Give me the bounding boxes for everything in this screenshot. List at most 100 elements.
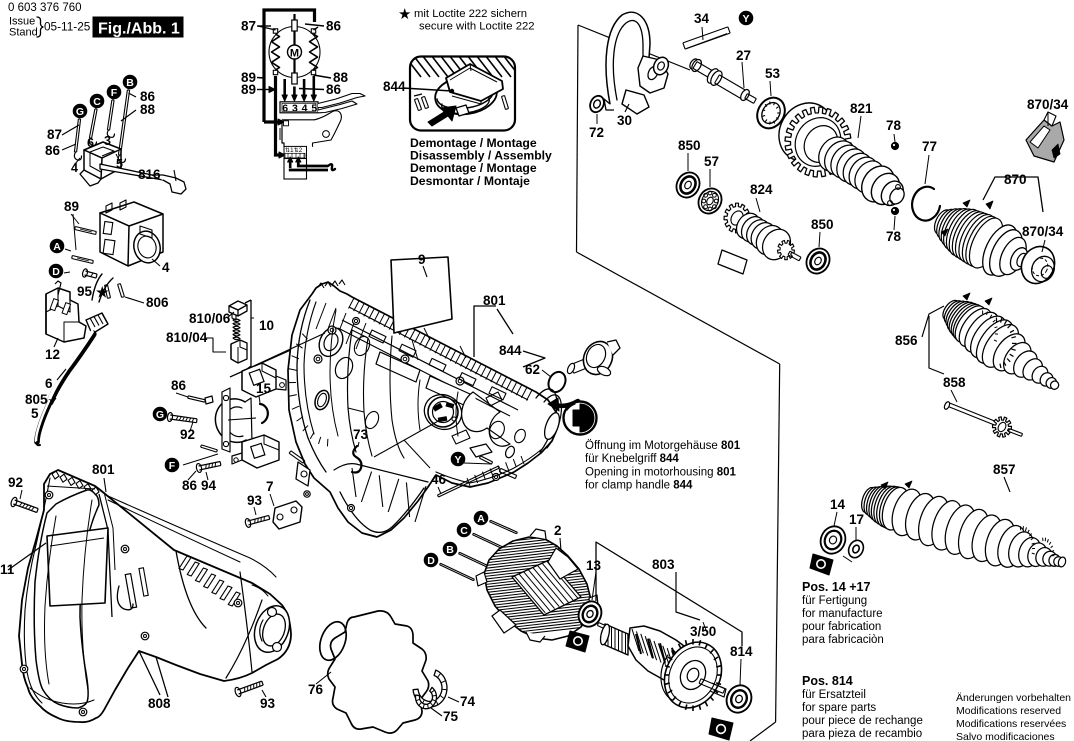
svg-text:para fabricaciòn: para fabricaciòn — [802, 634, 884, 646]
svg-text:74: 74 — [460, 694, 476, 709]
svg-text:801: 801 — [483, 293, 506, 308]
svg-text:for clamp handle 844: for clamp handle 844 — [585, 480, 693, 492]
svg-text:Y: Y — [454, 454, 461, 466]
svg-text:86: 86 — [182, 478, 198, 493]
svg-text:Pos. 14 +17: Pos. 14 +17 — [802, 580, 870, 594]
svg-text:34: 34 — [694, 11, 710, 26]
svg-text:D: D — [52, 266, 60, 278]
svg-text:88: 88 — [140, 102, 156, 117]
svg-text:856: 856 — [895, 333, 918, 348]
svg-text:B: B — [126, 77, 134, 89]
svg-text:Salvo modificaciones: Salvo modificaciones — [956, 731, 1055, 741]
svg-text:5: 5 — [31, 406, 39, 421]
svg-text:75: 75 — [443, 709, 459, 724]
svg-text:30: 30 — [617, 113, 632, 128]
svg-text:77: 77 — [922, 139, 937, 154]
svg-text:G: G — [156, 409, 164, 421]
svg-text:6: 6 — [87, 136, 94, 150]
svg-text:78: 78 — [886, 229, 902, 244]
svg-text:for spare parts: for spare parts — [802, 702, 876, 714]
svg-text:72: 72 — [589, 125, 604, 140]
svg-text:★: ★ — [398, 6, 411, 23]
svg-text:86: 86 — [326, 82, 342, 97]
svg-text:für Ersatzteil: für Ersatzteil — [802, 689, 866, 701]
svg-text:0 603 376 760: 0 603 376 760 — [8, 2, 82, 14]
svg-text:86: 86 — [140, 89, 156, 104]
svg-text:11: 11 — [0, 562, 15, 577]
svg-text:850: 850 — [811, 217, 834, 232]
svg-text:Pos. 814: Pos. 814 — [802, 674, 853, 688]
svg-text:806: 806 — [146, 295, 169, 310]
svg-text:Stand: Stand — [9, 27, 38, 39]
svg-text:Opening in motorhousing 801: Opening in motorhousing 801 — [585, 466, 736, 478]
svg-text:F: F — [169, 460, 176, 472]
svg-text:810/04: 810/04 — [166, 330, 208, 345]
svg-text:810/06: 810/06 — [189, 311, 231, 326]
svg-text:57: 57 — [704, 154, 719, 169]
svg-text:9: 9 — [418, 252, 426, 267]
svg-text:14: 14 — [830, 497, 846, 512]
svg-text:Demontage / Montage: Demontage / Montage — [410, 161, 537, 175]
svg-text:4: 4 — [302, 103, 308, 115]
svg-text:4: 4 — [162, 260, 170, 275]
svg-text:89: 89 — [64, 199, 79, 214]
svg-text:⇅1⇅2: ⇅1⇅2 — [285, 147, 303, 154]
svg-text:15: 15 — [256, 381, 272, 396]
svg-text:89: 89 — [241, 82, 256, 97]
svg-text:53: 53 — [765, 66, 781, 81]
svg-text:95: 95 — [77, 284, 93, 299]
svg-text:27: 27 — [736, 48, 751, 63]
svg-text:89: 89 — [241, 70, 256, 85]
svg-text:870/34: 870/34 — [1022, 224, 1064, 239]
svg-text:D: D — [427, 555, 435, 567]
svg-text:C: C — [93, 96, 101, 108]
svg-text:808: 808 — [148, 696, 171, 711]
svg-text:5: 5 — [116, 157, 123, 171]
svg-text:858: 858 — [943, 375, 966, 390]
svg-text:für Fertigung: für Fertigung — [802, 595, 867, 607]
svg-text:62: 62 — [525, 362, 540, 377]
svg-text:814: 814 — [730, 644, 753, 659]
svg-text:3/50: 3/50 — [690, 624, 716, 639]
svg-text:92: 92 — [8, 475, 23, 490]
svg-text:17: 17 — [849, 512, 864, 527]
svg-text:3: 3 — [104, 134, 111, 148]
svg-text:Änderungen vorbehalten: Änderungen vorbehalten — [956, 692, 1071, 704]
svg-text:pour piece de rechange: pour piece de rechange — [802, 715, 923, 727]
svg-text:86: 86 — [45, 143, 61, 158]
svg-text:für Knebelgriff 844: für Knebelgriff 844 — [585, 453, 679, 465]
svg-text:C: C — [460, 525, 468, 537]
svg-text:7: 7 — [266, 479, 274, 494]
svg-text:801: 801 — [92, 462, 115, 477]
svg-text:Modifications reserved: Modifications reserved — [956, 705, 1061, 717]
svg-text:87: 87 — [241, 19, 256, 34]
svg-text:10: 10 — [259, 318, 274, 333]
svg-text:for manufacture: for manufacture — [802, 608, 883, 620]
svg-text:pour fabrication: pour fabrication — [802, 621, 881, 633]
svg-text:05-11-25: 05-11-25 — [44, 20, 91, 34]
svg-text:Modifications reservées: Modifications reservées — [956, 718, 1066, 730]
svg-text:93: 93 — [260, 696, 276, 711]
svg-text:Desmontar / Montaje: Desmontar / Montaje — [410, 174, 530, 188]
svg-text:805: 805 — [25, 392, 48, 407]
svg-text:secure with Loctite 222: secure with Loctite 222 — [419, 21, 535, 33]
svg-text:87: 87 — [47, 127, 62, 142]
svg-text:F: F — [111, 87, 118, 99]
svg-text:Y: Y — [742, 13, 749, 25]
svg-text:821: 821 — [850, 101, 873, 116]
svg-text:73: 73 — [353, 427, 369, 442]
svg-text:★: ★ — [96, 284, 109, 300]
svg-text:4: 4 — [71, 161, 78, 175]
svg-text:Disassembly / Assembly: Disassembly / Assembly — [410, 149, 552, 163]
svg-text:3: 3 — [292, 103, 298, 115]
svg-text:86: 86 — [171, 378, 187, 393]
svg-text:92: 92 — [180, 427, 195, 442]
svg-text:B: B — [446, 544, 454, 556]
svg-text:93: 93 — [247, 493, 263, 508]
svg-text:94: 94 — [201, 478, 217, 493]
svg-text:78: 78 — [886, 118, 902, 133]
svg-text:88: 88 — [333, 70, 349, 85]
svg-text:13: 13 — [586, 558, 602, 573]
svg-text:850: 850 — [678, 138, 701, 153]
svg-text:G: G — [76, 106, 84, 118]
